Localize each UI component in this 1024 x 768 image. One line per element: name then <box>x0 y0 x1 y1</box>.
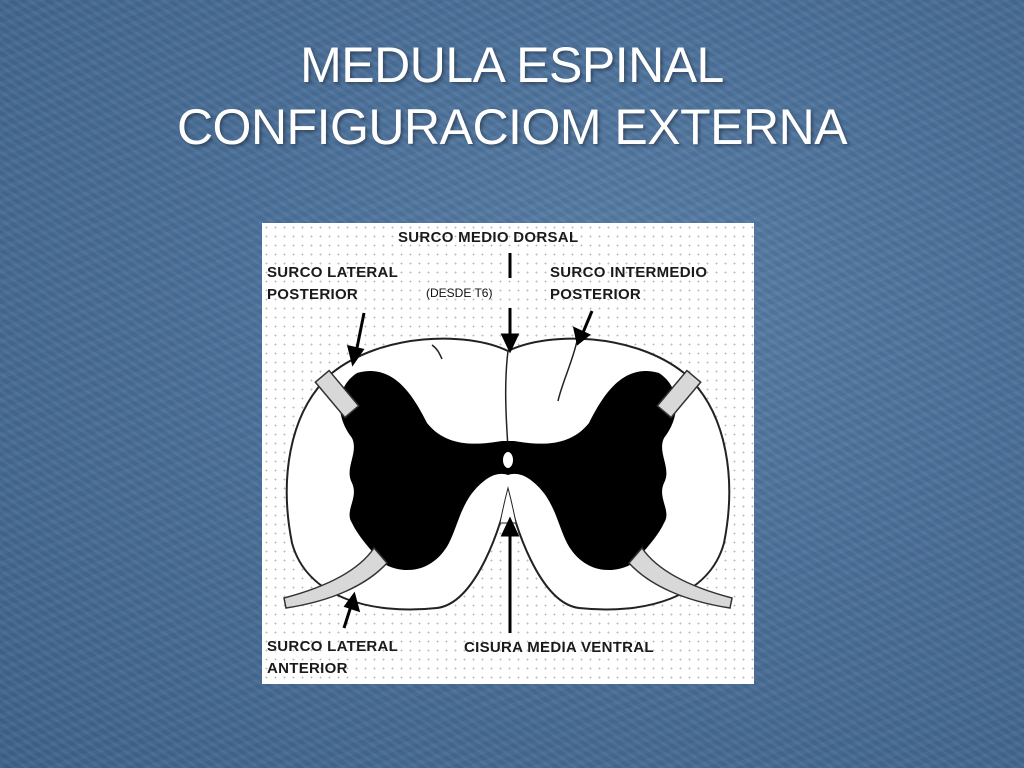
anterior-root-right <box>627 546 733 609</box>
label-cisura-media-ventral: CISURA MEDIA VENTRAL <box>464 639 654 656</box>
spinal-cord-drawing <box>283 253 733 633</box>
central-canal <box>503 452 513 468</box>
arrow-surco-lateral-anterior <box>342 591 361 629</box>
posterior-root-right <box>656 369 702 419</box>
gray-matter <box>339 371 677 571</box>
arrow-surco-medio-dorsal <box>500 253 520 354</box>
anterior-root-left <box>283 546 389 609</box>
posterior-intermediate-sulcus-line <box>557 340 578 402</box>
arrow-cisura-media-ventral <box>500 516 520 633</box>
spinal-cord-diagram: SURCO MEDIO DORSAL SURCO LATERAL POSTERI… <box>262 223 754 684</box>
note-desde-t6: (DESDE T6) <box>426 286 493 300</box>
label-surco-lateral-anterior: SURCO LATERAL ANTERIOR <box>267 638 399 677</box>
slide-title: MEDULA ESPINAL CONFIGURACIOM EXTERNA <box>0 34 1024 158</box>
arrow-surco-lateral-posterior <box>346 312 366 367</box>
posterior-median-septum <box>504 350 509 449</box>
posterior-root-left <box>314 369 360 419</box>
title-line-2: CONFIGURACIOM EXTERNA <box>176 99 848 155</box>
anterior-median-fissure <box>499 486 517 524</box>
title-line-1: MEDULA ESPINAL <box>300 37 724 93</box>
label-surco-intermedio-posterior: SURCO INTERMEDIO POSTERIOR <box>550 264 708 303</box>
label-surco-lateral-posterior: SURCO LATERAL POSTERIOR <box>267 264 399 303</box>
arrow-surco-intermedio-posterior <box>572 310 594 346</box>
dorsal-notch-left <box>431 344 443 360</box>
label-surco-medio-dorsal: SURCO MEDIO DORSAL <box>398 229 579 246</box>
